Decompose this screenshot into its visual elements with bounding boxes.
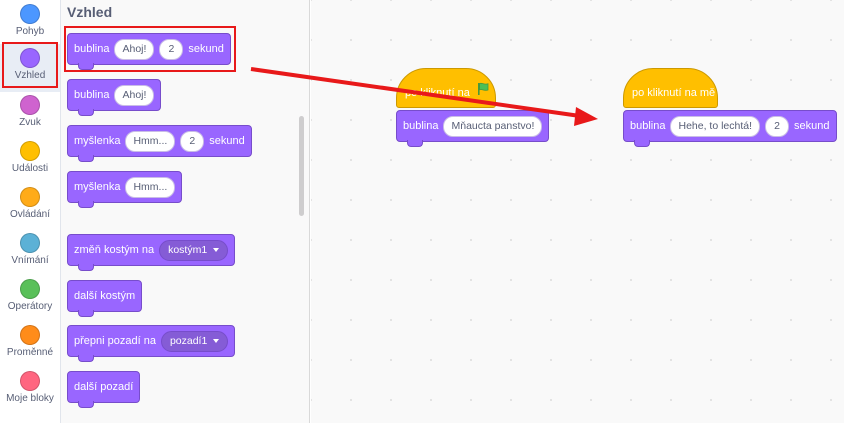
udalosti-dot-icon — [20, 141, 40, 161]
category-udalosti[interactable]: Události — [0, 137, 60, 185]
switch-costume-block[interactable]: změň kostým na kostým1 — [67, 234, 236, 271]
category-label: Vnímání — [11, 255, 49, 266]
secs-input[interactable]: 2 — [765, 115, 790, 137]
hat-label: po kliknutí na mě — [632, 87, 716, 99]
say-for-secs-block[interactable]: bublina Ahoj! 2 sekund — [67, 33, 231, 70]
when-sprite-clicked-hat-block[interactable]: po kliknutí na mě — [623, 68, 718, 108]
chevron-down-icon — [213, 339, 220, 343]
category-promenne[interactable]: Proměnné — [0, 321, 60, 369]
block-unit-label: sekund — [188, 43, 224, 55]
block-label: myšlenka — [74, 181, 121, 193]
category-operatory[interactable]: Operátory — [0, 275, 60, 323]
highlighted-block-frame — [64, 26, 236, 72]
operatory-dot-icon — [20, 279, 40, 299]
think-text-input[interactable]: Hmm... — [125, 176, 176, 198]
say-block[interactable]: bublina Ahoj! — [67, 79, 162, 116]
category-ovladani[interactable]: Ovládání — [0, 183, 60, 231]
block-label: změň kostým na — [74, 244, 155, 256]
costume-dropdown[interactable]: kostým1 — [159, 239, 229, 261]
green-flag-icon — [476, 82, 490, 99]
say-block-script1[interactable]: bublina Mňaucta panstvo! — [396, 110, 550, 147]
vzhled-dot-icon — [20, 48, 40, 68]
say-text-input[interactable]: Hehe, to lechtá! — [670, 115, 761, 137]
say-text-input[interactable]: Mňaucta panstvo! — [443, 115, 543, 137]
ovladani-dot-icon — [20, 187, 40, 207]
moje-bloky-dot-icon — [20, 371, 40, 391]
selected-category-highlight — [2, 42, 58, 88]
say-text-input[interactable]: Ahoj! — [114, 38, 155, 60]
think-text-input[interactable]: Hmm... — [125, 130, 176, 152]
category-label: Pohyb — [15, 26, 45, 37]
next-backdrop-block[interactable]: další pozadí — [67, 371, 141, 408]
pohyb-dot-icon — [20, 4, 40, 24]
next-costume-block[interactable]: další kostým — [67, 280, 143, 317]
chevron-down-icon — [213, 248, 220, 252]
category-label: Události — [11, 163, 49, 174]
palette-title: Vzhled — [67, 4, 113, 20]
category-label: Vzhled — [14, 70, 46, 81]
promenne-dot-icon — [20, 325, 40, 345]
dropdown-value: pozadí1 — [169, 334, 208, 347]
backdrop-dropdown[interactable]: pozadí1 — [160, 330, 229, 352]
when-flag-clicked-hat-block[interactable]: po kliknutí na — [396, 68, 496, 108]
say-for-secs-block-script2[interactable]: bublina Hehe, to lechtá! 2 sekund — [623, 110, 837, 147]
think-block[interactable]: myšlenka Hmm... — [67, 171, 183, 208]
category-menu: Pohyb Vzhled Zvuk Události Ovládání Vním… — [0, 0, 61, 423]
say-text-input[interactable]: Ahoj! — [114, 84, 155, 106]
secs-input[interactable]: 2 — [159, 38, 184, 60]
block-label: myšlenka — [74, 135, 121, 147]
think-for-secs-block[interactable]: myšlenka Hmm... 2 sekund — [67, 125, 252, 162]
category-vnimani[interactable]: Vnímání — [0, 229, 60, 277]
category-zvuk[interactable]: Zvuk — [0, 91, 60, 139]
block-unit-label: sekund — [794, 120, 830, 132]
block-label: další kostým — [74, 290, 136, 302]
category-label: Operátory — [7, 301, 53, 312]
block-label: bublina — [74, 89, 110, 101]
block-label: bublina — [74, 43, 110, 55]
block-unit-label: sekund — [209, 135, 245, 147]
palette-scrollbar[interactable] — [299, 116, 304, 216]
category-label: Proměnné — [6, 347, 54, 358]
switch-backdrop-block[interactable]: přepni pozadí na pozadí1 — [67, 325, 236, 362]
category-moje-bloky[interactable]: Moje bloky — [0, 367, 60, 415]
block-label: bublina — [630, 120, 666, 132]
block-label: přepni pozadí na — [74, 335, 156, 347]
category-label: Ovládání — [9, 209, 51, 220]
category-vzhled[interactable]: Vzhled — [0, 44, 60, 92]
block-label: další pozadí — [74, 381, 134, 393]
category-label: Zvuk — [19, 117, 41, 128]
vnimani-dot-icon — [20, 233, 40, 253]
script-workspace[interactable]: po kliknutí na bublina Mňaucta panstvo! … — [311, 0, 844, 423]
dropdown-value: kostým1 — [168, 243, 208, 256]
block-label: bublina — [403, 120, 439, 132]
category-label: Moje bloky — [6, 393, 54, 404]
category-pohyb[interactable]: Pohyb — [0, 0, 60, 48]
zvuk-dot-icon — [20, 95, 40, 115]
hat-label: po kliknutí na — [405, 87, 470, 99]
secs-input[interactable]: 2 — [180, 130, 205, 152]
